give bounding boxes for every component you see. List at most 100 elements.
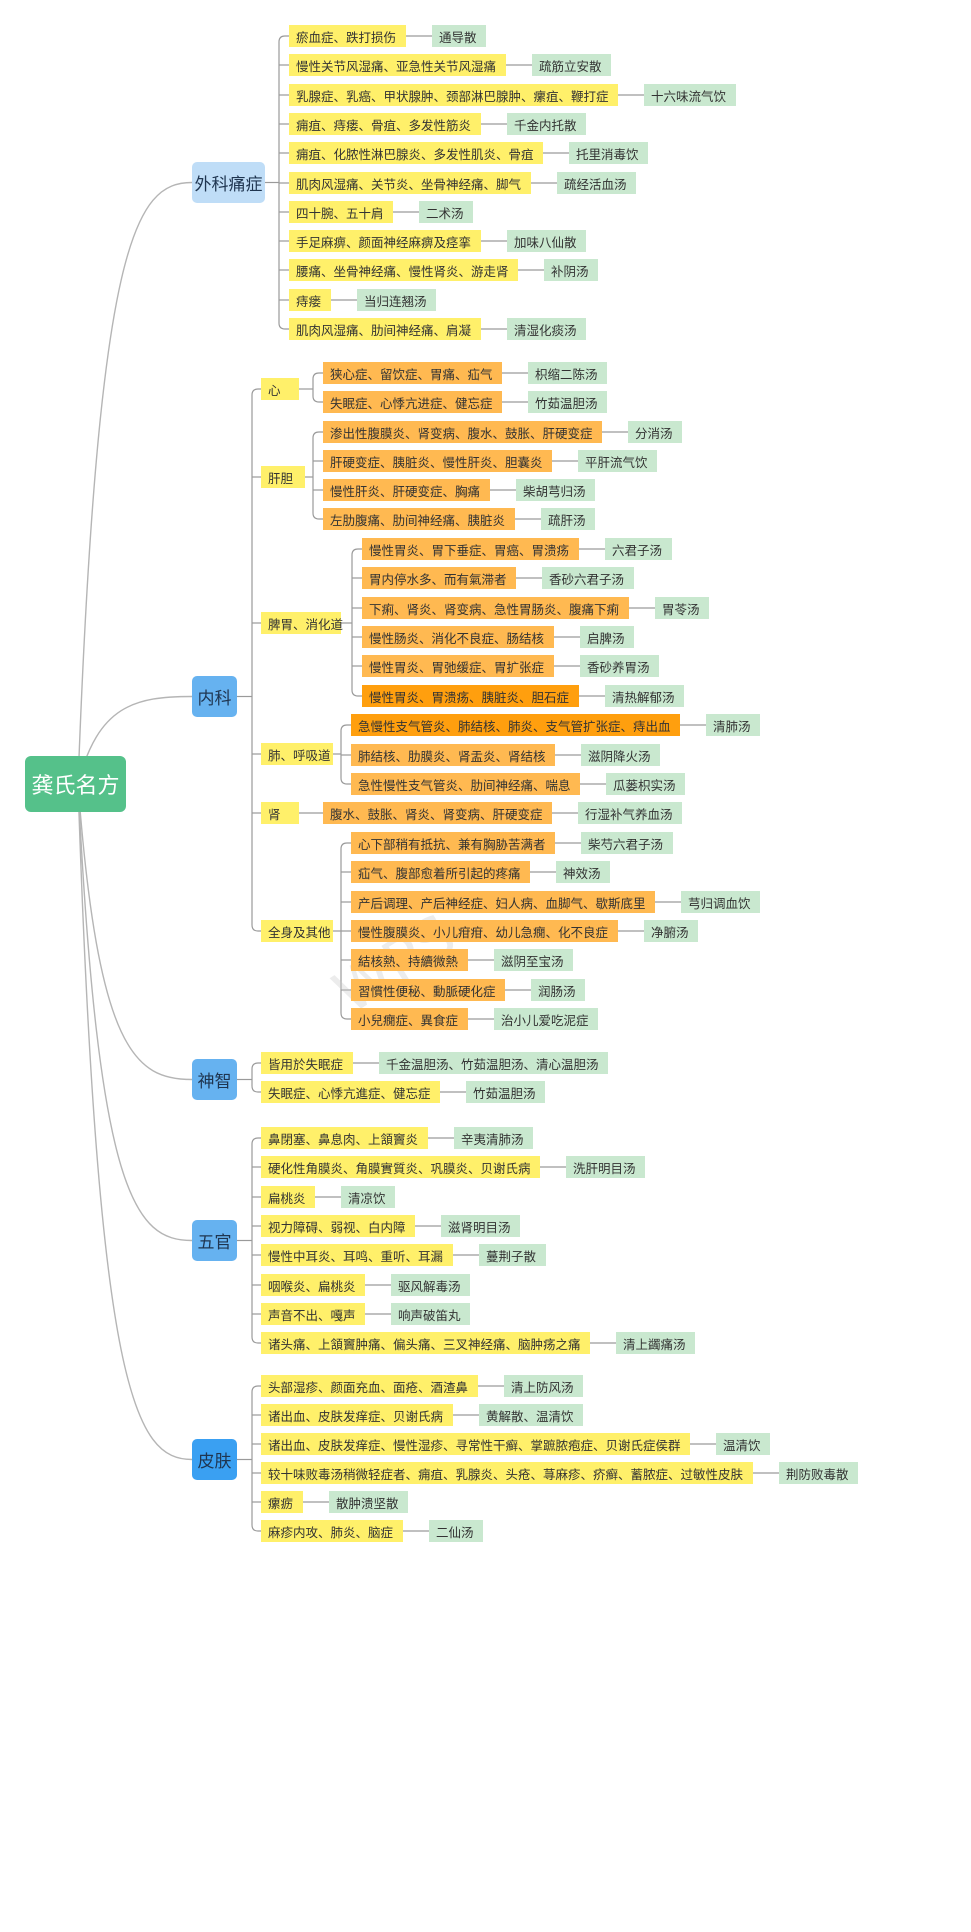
symptom-node[interactable]: 产后调理、产后神经症、妇人病、血脚气、歇斯底里 [351,891,655,913]
symptom-node[interactable]: 慢性肠炎、消化不良症、肠结核 [362,626,554,648]
symptom-node[interactable]: 慢性胃炎、胃弛缓症、胃扩张症 [362,655,554,677]
remedy-node[interactable]: 清上防风汤 [504,1375,583,1397]
remedy-node[interactable]: 滋肾明目汤 [441,1215,520,1237]
symptom-node[interactable]: 慢性腹膜炎、小儿疳疳、幼儿急癇、化不良症 [351,920,618,942]
symptom-node[interactable]: 视力障碍、弱视、白内障 [261,1215,415,1237]
remedy-node[interactable]: 通导散 [432,25,486,47]
subgroup-node[interactable]: 肺、呼吸道 [261,743,333,765]
subgroup-node[interactable]: 肾 [261,802,299,824]
remedy-node[interactable]: 清湿化痰汤 [507,318,586,340]
remedy-node[interactable]: 香砂六君子汤 [542,567,634,589]
symptom-node[interactable]: 四十腕、五十肩 [289,201,393,223]
remedy-node[interactable]: 托里消毒饮 [569,142,648,164]
category-node[interactable]: 皮肤 [192,1439,237,1480]
remedy-node[interactable]: 滋阴降火汤 [581,744,660,766]
remedy-node[interactable]: 黄解散、温清饮 [479,1404,583,1426]
symptom-node[interactable]: 急慢性支气管炎、肺结核、肺炎、支气管扩张症、痔出血 [351,714,680,736]
symptom-node[interactable]: 皆用於失眠症 [261,1052,353,1074]
symptom-node[interactable]: 慢性胃炎、胃下垂症、胃癌、胃溃疡 [362,538,579,560]
remedy-node[interactable]: 滋阴至宝汤 [494,949,573,971]
remedy-node[interactable]: 香砂养胃汤 [580,655,659,677]
symptom-node[interactable]: 乳腺症、乳癌、甲状腺肿、颈部淋巴腺肿、瘰疽、鞭打症 [289,84,618,106]
symptom-node[interactable]: 瘀血症、跌打损伤 [289,25,406,47]
root-node[interactable]: 龚氏名方 [25,756,126,812]
symptom-node[interactable]: 腹水、鼓胀、肾炎、肾变病、肝硬变症 [323,802,552,824]
remedy-node[interactable]: 清肺汤 [706,714,760,736]
remedy-node[interactable]: 枳缩二陈汤 [528,362,607,384]
subgroup-node[interactable]: 脾胃、消化道 [261,612,343,634]
remedy-node[interactable]: 十六味流气饮 [644,84,736,106]
remedy-node[interactable]: 神效汤 [556,861,610,883]
symptom-node[interactable]: 慢性胃炎、胃溃疡、胰脏炎、胆石症 [362,685,579,707]
category-node[interactable]: 内科 [192,676,237,717]
remedy-node[interactable]: 千金温胆汤、竹茹温胆汤、清心温胆汤 [379,1052,608,1074]
remedy-node[interactable]: 柴芍六君子汤 [581,832,673,854]
symptom-node[interactable]: 結核熱、持續微熱 [351,949,468,971]
symptom-node[interactable]: 習慣性便秘、動脈硬化症 [351,979,505,1001]
remedy-node[interactable]: 行湿补气养血汤 [578,802,682,824]
remedy-node[interactable]: 响声破笛丸 [391,1303,470,1325]
symptom-node[interactable]: 诸出血、皮肤发痒症、慢性湿疹、寻常性干癣、掌蹠脓疱症、贝谢氏症侯群 [261,1433,690,1455]
symptom-node[interactable]: 狭心症、留饮症、胃痛、疝气 [323,362,502,384]
remedy-node[interactable]: 疏筋立安散 [532,54,611,76]
symptom-node[interactable]: 小兒癇症、異食症 [351,1008,468,1030]
symptom-node[interactable]: 较十味败毒汤稍微轻症者、痈疽、乳腺炎、头疮、荨麻疹、疥癣、蓄脓症、过敏性皮肤 [261,1462,753,1484]
remedy-node[interactable]: 芎归调血饮 [681,891,760,913]
symptom-node[interactable]: 痔瘘 [289,289,331,311]
symptom-node[interactable]: 麻疹内攻、肺炎、脑症 [261,1520,403,1542]
symptom-node[interactable]: 手足麻痹、颜面神经麻痹及痉挛 [289,230,481,252]
category-node[interactable]: 神智 [192,1059,237,1100]
remedy-node[interactable]: 疏肝汤 [541,508,595,530]
remedy-node[interactable]: 清热解郁汤 [605,685,684,707]
remedy-node[interactable]: 分消汤 [628,421,682,443]
symptom-node[interactable]: 扁桃炎 [261,1186,315,1208]
symptom-node[interactable]: 疝气、腹部愈着所引起的疼痛 [351,861,530,883]
subgroup-node[interactable]: 肝胆 [261,466,305,488]
symptom-node[interactable]: 肌肉风湿痛、肋间神经痛、肩凝 [289,318,481,340]
remedy-node[interactable]: 治小儿爱吃泥症 [494,1008,598,1030]
remedy-node[interactable]: 启脾汤 [580,626,634,648]
category-node[interactable]: 五官 [192,1220,237,1261]
remedy-node[interactable]: 瓜蒌枳实汤 [606,773,685,795]
remedy-node[interactable]: 驱风解毒汤 [391,1274,470,1296]
symptom-node[interactable]: 头部湿疹、颜面充血、面疮、酒渣鼻 [261,1375,478,1397]
remedy-node[interactable]: 六君子汤 [605,538,672,560]
category-node[interactable]: 外科痛症 [192,162,265,203]
symptom-node[interactable]: 瘰疬 [261,1491,303,1513]
remedy-node[interactable]: 二术汤 [419,201,473,223]
symptom-node[interactable]: 诸出血、皮肤发痒症、贝谢氏病 [261,1404,453,1426]
symptom-node[interactable]: 腰痛、坐骨神经痛、慢性肾炎、游走肾 [289,259,518,281]
symptom-node[interactable]: 慢性关节风湿痛、亚急性关节风湿痛 [289,54,506,76]
symptom-node[interactable]: 痈疽、化脓性淋巴腺炎、多发性肌炎、骨疽 [289,142,543,164]
remedy-node[interactable]: 竹茹温胆汤 [528,391,607,413]
remedy-node[interactable]: 清凉饮 [341,1186,395,1208]
remedy-node[interactable]: 千金内托散 [507,113,586,135]
symptom-node[interactable]: 急性慢性支气管炎、肋间神经痛、喘息 [351,773,580,795]
remedy-node[interactable]: 加味八仙散 [507,230,586,252]
remedy-node[interactable]: 疏经活血汤 [557,172,636,194]
symptom-node[interactable]: 渗出性腹膜炎、肾变病、腹水、鼓胀、肝硬变症 [323,421,602,443]
symptom-node[interactable]: 硬化性角膜炎、角膜實質炎、巩膜炎、贝谢氏病 [261,1156,540,1178]
remedy-node[interactable]: 荆防败毒散 [779,1462,858,1484]
symptom-node[interactable]: 下痢、肾炎、肾变病、急性胃肠炎、腹痛下痢 [362,597,629,619]
symptom-node[interactable]: 慢性中耳炎、耳鸣、重听、耳漏 [261,1244,453,1266]
subgroup-node[interactable]: 全身及其他 [261,920,333,942]
remedy-node[interactable]: 平肝流气饮 [578,450,657,472]
symptom-node[interactable]: 咽喉炎、扁桃炎 [261,1274,365,1296]
subgroup-node[interactable]: 心 [261,378,299,400]
remedy-node[interactable]: 润肠汤 [531,979,585,1001]
symptom-node[interactable]: 诸头痛、上頷竇肿痛、偏头痛、三叉神经痛、脑肿疡之痛 [261,1332,590,1354]
remedy-node[interactable]: 散肿溃坚散 [329,1491,408,1513]
symptom-node[interactable]: 失眠症、心悸亢進症、健忘症 [261,1081,440,1103]
symptom-node[interactable]: 失眠症、心悸亢进症、健忘症 [323,391,502,413]
remedy-node[interactable]: 辛夷清肺汤 [454,1127,533,1149]
remedy-node[interactable]: 胃苓汤 [655,597,709,619]
remedy-node[interactable]: 补阴汤 [544,259,598,281]
symptom-node[interactable]: 心下部稍有抵抗、兼有胸胁苦满者 [351,832,555,854]
remedy-node[interactable]: 二仙汤 [429,1520,483,1542]
remedy-node[interactable]: 洗肝明目汤 [566,1156,645,1178]
symptom-node[interactable]: 肺结核、肋膜炎、肾盂炎、肾结核 [351,744,555,766]
remedy-node[interactable]: 蔓荆子散 [479,1244,546,1266]
remedy-node[interactable]: 温清饮 [716,1433,770,1455]
symptom-node[interactable]: 声音不出、嘎声 [261,1303,365,1325]
